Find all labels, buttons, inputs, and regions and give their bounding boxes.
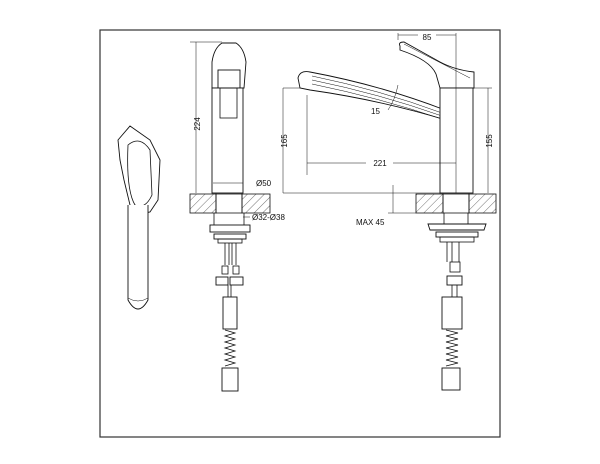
label-spout-angle: 15 bbox=[371, 107, 380, 116]
label-handle-reach: 85 bbox=[423, 33, 432, 42]
drawing-frame bbox=[99, 29, 501, 438]
faucet-front-view bbox=[189, 42, 271, 392]
label-max-counter-thickness: MAX 45 bbox=[356, 218, 385, 227]
label-spout-reach: 221 bbox=[373, 159, 387, 168]
label-body-height: 155 bbox=[485, 134, 494, 148]
handle-side-view bbox=[117, 125, 161, 310]
dimension-lines bbox=[190, 33, 492, 218]
label-spout-height: 165 bbox=[280, 134, 289, 148]
label-height-total: 224 bbox=[193, 117, 202, 131]
dimension-labels: 224 Ø50 Ø32-Ø38 85 15 165 155 221 MAX 45 bbox=[193, 33, 494, 227]
label-base-diameter: Ø50 bbox=[256, 179, 272, 188]
label-hole-diameter: Ø32-Ø38 bbox=[252, 213, 285, 222]
faucet-side-view bbox=[297, 41, 497, 391]
